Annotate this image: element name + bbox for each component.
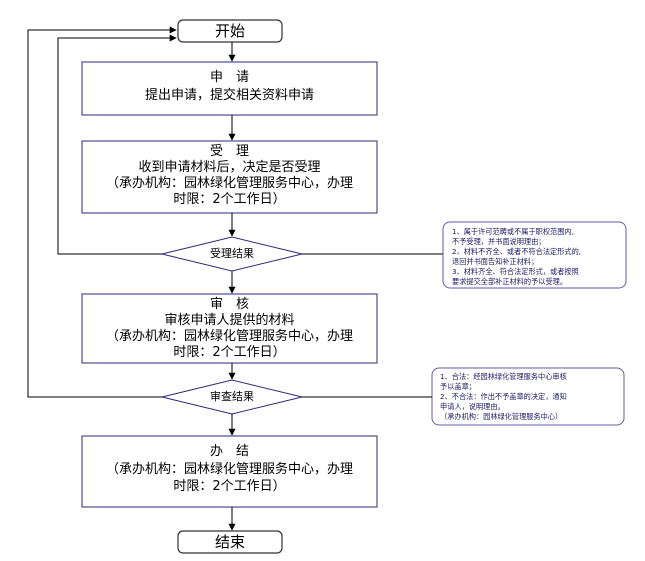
- accept-line1: 收到申请材料后，决定是否受理: [138, 160, 321, 175]
- apply-title: 申 请: [209, 70, 249, 85]
- apply-box[interactable]: [81, 61, 378, 116]
- review-box[interactable]: [81, 293, 378, 364]
- review-decision-label: 审查结果: [210, 390, 254, 403]
- accept-box[interactable]: [81, 140, 378, 214]
- review-note-line: 1、合法：经园林绿化管理服务中心审核: [440, 372, 567, 381]
- review-note-line: 予以盖章；: [440, 382, 476, 391]
- end-node[interactable]: [177, 530, 283, 554]
- review-line2: （承办机构：园林绿化管理服务中心，办理: [105, 329, 353, 344]
- finish-line2: 时限：2个工作日）: [173, 479, 286, 494]
- accept-note-line: 2、材料不齐全、或者不符合法定形式的,: [452, 247, 582, 256]
- finish-box[interactable]: [81, 435, 378, 508]
- review-line3: 时限：2个工作日）: [173, 345, 286, 360]
- accept-note-box: [442, 221, 627, 289]
- review-note-line: 申请人，说明理由。: [440, 402, 505, 411]
- review-title: 审 核: [209, 297, 249, 312]
- accept-decision-label: 受理结果: [210, 247, 254, 260]
- end-label: 结束: [214, 533, 245, 551]
- accept-line2: （承办机构：园林绿化管理服务中心，办理: [105, 176, 353, 191]
- accept-note-line: 不予受理，并书面说明理由；: [452, 237, 546, 246]
- accept-note-text: 1、属于许可范畴或不属于职权范围内, 不予受理，并书面说明理由； 2、材料不齐全…: [452, 227, 622, 287]
- review-note-line: （承办机构：园林绿化管理服务中心）: [440, 412, 563, 421]
- start-node[interactable]: [177, 19, 283, 43]
- loop-review-to-start: [27, 26, 177, 398]
- accept-note-line: 退回并书面告知补正材料；: [452, 257, 539, 266]
- apply-line1: 提出申请，提交相关资料申请: [144, 88, 314, 103]
- accept-line3: 时限：2个工作日）: [173, 192, 286, 207]
- finish-line1: （承办机构：园林绿化管理服务中心，办理: [105, 462, 353, 477]
- accept-note-line: 3、材料齐全、符合法定形式，或者按照: [452, 267, 579, 276]
- start-label: 开始: [214, 22, 245, 40]
- finish-title: 办 结: [209, 444, 249, 459]
- loop-accept-to-start: [57, 34, 177, 255]
- accept-note-line: 要求提交全部补正材料的予以受理。: [452, 277, 568, 286]
- review-note-text: 1、合法：经园林绿化管理服务中心审核 予以盖章； 2、不合法：作出不予盖章的决定…: [440, 372, 620, 422]
- accept-note-line: 1、属于许可范畴或不属于职权范围内,: [452, 227, 574, 236]
- accept-title: 受 理: [209, 144, 249, 159]
- review-note-line: 2、不合法：作出不予盖章的决定，通知: [440, 392, 567, 401]
- review-line1: 审核申请人提供的材料: [164, 313, 295, 328]
